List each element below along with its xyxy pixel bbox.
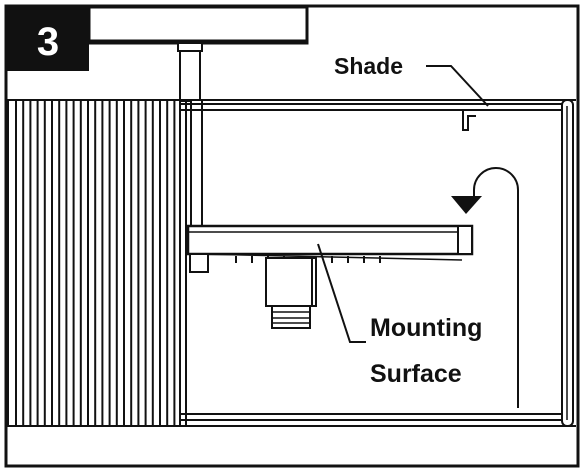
ceiling-canopy [87,5,309,45]
step-badge [7,7,89,71]
shade-label: Shade [334,53,403,79]
rotate-arrow-icon [451,167,519,408]
shade-body [179,99,574,427]
mounting-bracket [186,224,474,273]
mounting-surface-label-line1: Mounting [370,314,482,342]
shade-hook [462,110,476,131]
mounting-surface-label-line2: Surface [370,360,462,388]
lamp-socket [265,257,317,329]
shade-ribs [7,99,181,427]
shade-leader [426,65,489,107]
mounting-surface-leader [317,243,366,343]
step-number: 3 [37,20,59,64]
